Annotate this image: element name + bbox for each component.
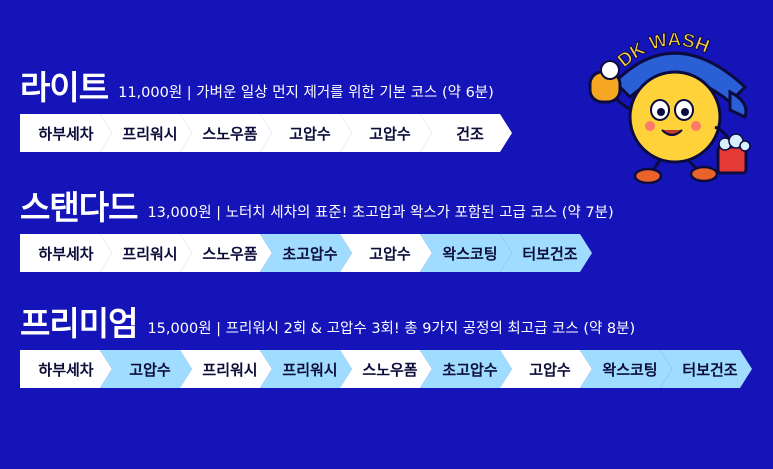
course-description: 13,000원 | 노터치 세차의 표준! 초고압과 왁스가 포함된 고급 코스… [147,205,614,221]
bucket-icon [716,145,748,175]
process-steps: 하부세차 고압수 프리워시 프리워시 스노우폼 초고압수 고압수 왁스코팅 터보… [20,350,740,388]
process-step: 고압수 [340,234,432,272]
process-step: 왁스코팅 [580,350,672,388]
process-step: 프리워시 [100,114,192,152]
process-step: 고압수 [500,350,592,388]
course-title: 스탠다드 [20,188,138,227]
process-step: 고압수 [260,114,352,152]
process-step: 스노우폼 [340,350,432,388]
process-step: 하부세차 [20,234,112,272]
process-step: 하부세차 [20,350,112,388]
course-header: 라이트 11,000원 | 가벼운 일상 먼지 제거를 위한 기본 코스 (약 … [20,70,500,106]
process-step: 터보건조 [500,234,592,272]
process-step: 고압수 [100,350,192,388]
process-step: 초고압수 [260,234,352,272]
process-step: 터보건조 [660,350,752,388]
process-step: 프리워시 [260,350,352,388]
course-header: 프리미엄 15,000원 | 프리워시 2회 & 고압수 3회! 총 9가지 공… [20,306,740,342]
process-step: 프리워시 [180,350,272,388]
process-step: 초고압수 [420,350,512,388]
course-standard: 스탠다드 13,000원 | 노터치 세차의 표준! 초고압과 왁스가 포함된 … [20,190,614,272]
course-title: 프리미엄 [20,304,138,343]
process-step: 스노우폼 [180,234,272,272]
process-step: 하부세차 [20,114,112,152]
mascot-body [628,70,722,164]
process-step: 스노우폼 [180,114,272,152]
course-light: 라이트 11,000원 | 가벼운 일상 먼지 제거를 위한 기본 코스 (약 … [20,70,500,152]
course-title: 라이트 [20,68,109,107]
course-description: 11,000원 | 가벼운 일상 먼지 제거를 위한 기본 코스 (약 6분) [118,85,494,101]
process-step: 건조 [420,114,512,152]
process-steps: 하부세차 프리워시 스노우폼 초고압수 고압수 왁스코팅 터보건조 [20,234,614,272]
course-header: 스탠다드 13,000원 | 노터치 세차의 표준! 초고압과 왁스가 포함된 … [20,190,614,226]
course-premium: 프리미엄 15,000원 | 프리워시 2회 & 고압수 3회! 총 9가지 공… [20,306,740,388]
process-step: 왁스코팅 [420,234,512,272]
dk-wash-mascot-logo: DK WASH [588,29,751,185]
process-steps: 하부세차 프리워시 스노우폼 고압수 고압수 건조 [20,114,500,152]
process-step: 고압수 [340,114,432,152]
course-description: 15,000원 | 프리워시 2회 & 고압수 3회! 총 9가지 공정의 최고… [147,321,636,337]
process-step: 프리워시 [100,234,192,272]
